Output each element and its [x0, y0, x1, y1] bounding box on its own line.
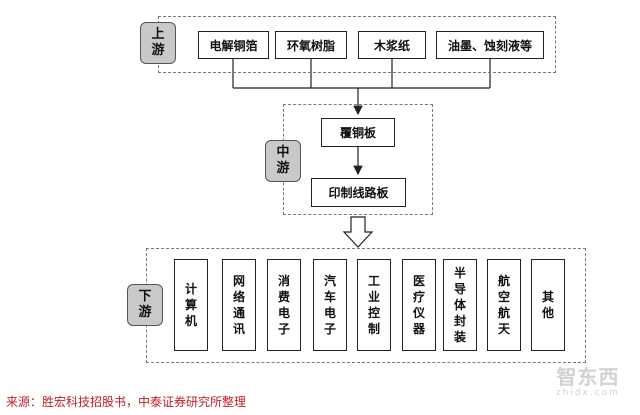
upstream-item-copper-foil: 电解铜箔 [198, 31, 269, 59]
downstream-item-aerospace: 航空航天 [487, 259, 521, 351]
downstream-label: 下游 [127, 284, 163, 326]
downstream-item-consumer-electronics: 消费电子 [267, 259, 301, 351]
midstream-label: 中游 [265, 140, 301, 182]
downstream-item-automotive-electronics: 汽车电子 [313, 259, 347, 351]
upstream-item-wood-pulp-paper: 木浆纸 [358, 31, 426, 59]
upstream-item-ink-etchant: 油墨、蚀刻液等 [436, 31, 544, 59]
midstream-item-pcb: 印制线路板 [311, 178, 406, 207]
watermark-logo: 智东西 zhidx.com [556, 366, 620, 398]
upstream-label: 上游 [140, 22, 176, 64]
watermark-main: 智东西 [556, 365, 620, 389]
downstream-item-computer: 计算机 [174, 259, 208, 351]
hollow-down-arrow [342, 216, 374, 248]
downstream-item-other: 其他 [531, 259, 565, 351]
downstream-item-network-communication: 网络通讯 [222, 259, 256, 351]
downstream-item-industrial-control: 工业控制 [357, 259, 391, 351]
watermark-sub: zhidx.com [555, 388, 620, 398]
downstream-item-medical-instruments: 医疗仪器 [402, 259, 436, 351]
midstream-item-ccl: 覆铜板 [321, 118, 395, 147]
upstream-item-epoxy-resin: 环氧树脂 [275, 31, 347, 59]
downstream-item-semiconductor-packaging: 半导体封装 [443, 259, 477, 351]
source-note: 来源：胜宏科技招股书，中泰证券研究所整理 [6, 395, 247, 409]
